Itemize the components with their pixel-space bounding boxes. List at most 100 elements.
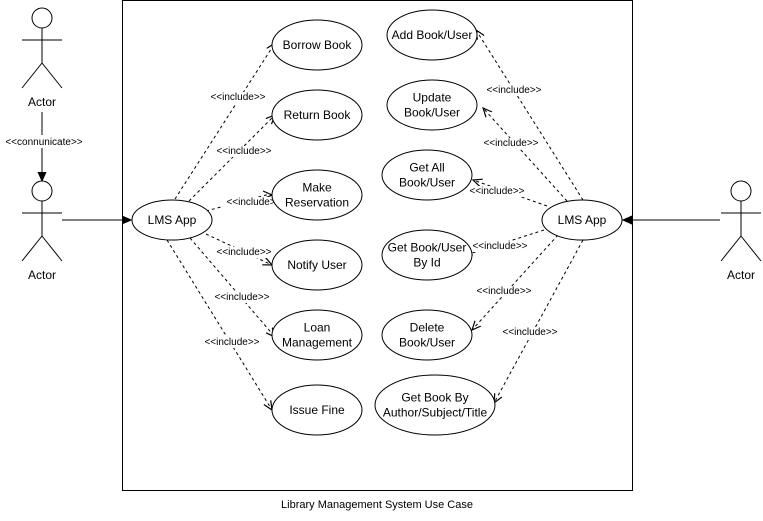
- left-include-label-bg-0: [207, 92, 269, 103]
- use-case-get-book-by-author-label-line-0: Get Book By: [401, 391, 468, 405]
- right-include-label-bg-1: [480, 138, 542, 149]
- left-include-label-bg-4: [211, 292, 273, 303]
- right-include-label-1: <<include>>: [483, 138, 538, 149]
- right-include-arrow-5: [494, 239, 584, 403]
- right-include-label-bg-2: [466, 186, 528, 197]
- actor-right-leg-left: [720, 235, 742, 262]
- right-lms-app-label-line-0: LMS App: [558, 213, 607, 227]
- actor-right[interactable]: Actor: [720, 180, 762, 282]
- use-case-borrow-book-label-line-0: Borrow Book: [283, 38, 353, 52]
- use-case-get-book-user-by-id-label-line-0: Get Book/User: [388, 241, 467, 255]
- actor-top-left-label: Actor: [28, 95, 56, 109]
- right-include-label-bg-0: [483, 85, 545, 96]
- left-include-arrow-5: [166, 239, 272, 410]
- use-case-add-book-user-shape: [386, 9, 478, 61]
- use-case-get-all-book-user-label-line-0: Get All: [409, 161, 444, 175]
- use-case-delete-book-user-shape: [381, 309, 473, 361]
- use-case-make-reservation-shape: [271, 169, 363, 221]
- nodes-layer: <<include>> <<include>> <<include>> <<inclu…: [0, 7, 762, 436]
- use-case-add-book-user[interactable]: Add Book/User: [386, 9, 478, 61]
- right-include-label-0: <<include>>: [486, 85, 541, 96]
- left-include-label-4: <<include>>: [214, 292, 269, 303]
- actor-right-leg-right: [740, 235, 762, 262]
- right-include-label-5: <<include>>: [502, 327, 557, 338]
- use-case-return-book-label-line-0: Return Book: [284, 108, 352, 122]
- use-case-get-book-by-author-label-line-1: Author/Subject/Title: [383, 406, 488, 420]
- left-include-label-1: <<include>>: [216, 146, 271, 157]
- actor-left[interactable]: Actor: [21, 180, 63, 282]
- use-case-update-book-user-label-line-0: Update: [413, 91, 452, 105]
- actor-top-left[interactable]: Actor: [21, 7, 63, 109]
- use-case-issue-fine-label-line-0: Issue Fine: [289, 403, 345, 417]
- actor-right-label: Actor: [727, 268, 755, 282]
- use-case-make-reservation-label-line-1: Reservation: [285, 196, 349, 210]
- actor-top-left-leg-left: [21, 62, 43, 89]
- use-case-loan-management-label-line-1: Management: [282, 336, 353, 350]
- actor-top-left-leg-right: [41, 62, 63, 89]
- use-case-get-book-user-by-id-label-line-1: By Id: [413, 256, 440, 270]
- use-case-issue-fine[interactable]: Issue Fine: [271, 384, 363, 436]
- system-boundary: [122, 0, 633, 491]
- use-case-notify-user[interactable]: Notify User: [271, 239, 363, 291]
- left-include-label-bg-3: [213, 247, 275, 258]
- use-case-borrow-book-shape: [271, 19, 363, 71]
- communicate-label-bg: [0, 135, 88, 148]
- use-case-borrow-book[interactable]: Borrow Book: [271, 19, 363, 71]
- use-case-delete-book-user-label-line-0: Delete: [410, 321, 445, 335]
- left-include-label-bg-2: [223, 197, 285, 208]
- right-lms-app[interactable]: LMS App: [541, 199, 623, 241]
- right-lms-app-shape: [541, 199, 623, 241]
- right-include-label-bg-5: [499, 327, 561, 338]
- use-case-notify-user-shape: [271, 239, 363, 291]
- use-case-get-all-book-user-shape: [381, 149, 473, 201]
- right-include-label-3: <<include>>: [472, 241, 527, 252]
- left-include-label-3: <<include>>: [216, 247, 271, 258]
- right-include-label-2: <<include>>: [469, 186, 524, 197]
- actor-top-left-head: [31, 7, 53, 29]
- left-include-label-2: <<include>>: [226, 197, 281, 208]
- left-lms-app[interactable]: LMS App: [131, 199, 213, 241]
- use-case-get-all-book-user-label-line-1: Book/User: [399, 176, 455, 190]
- use-case-notify-user-label-line-0: Notify User: [287, 258, 346, 272]
- left-include-arrow-1: [188, 115, 275, 202]
- use-case-return-book[interactable]: Return Book: [271, 89, 363, 141]
- use-case-update-book-user-label-line-1: Book/User: [404, 106, 460, 120]
- use-case-add-book-user-label-line-0: Add Book/User: [392, 28, 473, 42]
- left-include-arrow-4: [189, 237, 275, 337]
- diagram-caption: Library Management System Use Case: [281, 499, 473, 511]
- actor-right-head: [730, 180, 752, 202]
- left-include-label-5: <<include>>: [204, 337, 259, 348]
- left-include-label-0: <<include>>: [210, 92, 265, 103]
- left-include-label-bg-5: [201, 337, 263, 348]
- actor-left-label: Actor: [28, 268, 56, 282]
- right-include-arrow-0: [476, 30, 584, 201]
- left-include-arrow-0: [174, 43, 275, 200]
- left-lms-app-shape: [131, 199, 213, 241]
- use-case-delete-book-user-label-line-1: Book/User: [399, 336, 455, 350]
- use-case-issue-fine-shape: [271, 384, 363, 436]
- use-case-get-book-by-author-shape: [374, 374, 496, 436]
- right-include-arrow-1: [483, 108, 568, 202]
- use-case-make-reservation-label-line-0: Make: [302, 181, 332, 195]
- right-include-arrow-2: [473, 180, 548, 207]
- use-case-get-book-user-by-id-shape: [381, 229, 473, 281]
- actor-left-head: [31, 180, 53, 202]
- actor-left-leg-right: [41, 235, 63, 262]
- use-case-return-book-shape: [271, 89, 363, 141]
- use-case-loan-management-label-line-0: Loan: [304, 321, 331, 335]
- left-lms-app-label-line-0: LMS App: [148, 213, 197, 227]
- communicate-label: <<connunicate>>: [5, 137, 82, 148]
- use-case-update-book-user-shape: [386, 79, 478, 131]
- right-include-label-bg-4: [473, 286, 535, 297]
- left-include-label-bg-1: [213, 146, 275, 157]
- use-case-loan-management-shape: [271, 309, 363, 361]
- actor-left-leg-left: [21, 235, 43, 262]
